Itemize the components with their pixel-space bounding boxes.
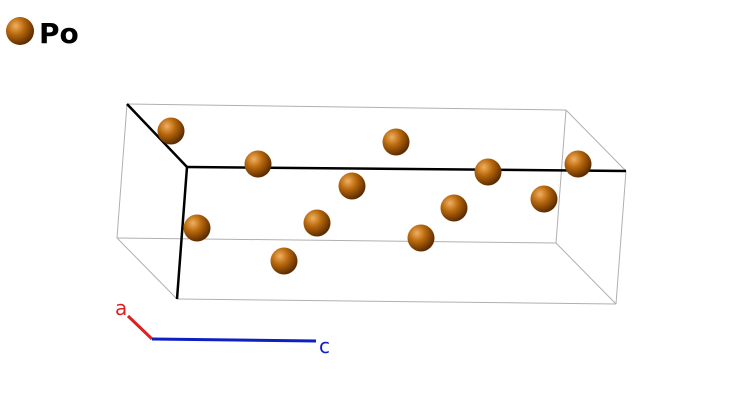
atom-po xyxy=(157,117,185,145)
atom-po xyxy=(440,194,468,222)
cell-edge xyxy=(116,103,128,239)
axis-a-label: a xyxy=(115,296,127,320)
atom-po xyxy=(407,224,435,252)
orientation-axes: a c xyxy=(115,296,330,358)
atom-po xyxy=(382,128,410,156)
atoms xyxy=(157,117,592,275)
cell-edge-bold xyxy=(175,166,189,300)
legend-atom-swatch xyxy=(6,17,34,45)
atom-po xyxy=(270,247,298,275)
cell-edge xyxy=(116,237,178,300)
cell-edge xyxy=(565,109,627,172)
cell-edge xyxy=(116,237,557,244)
cell-edge xyxy=(555,109,567,244)
cell-edge xyxy=(615,170,627,305)
atom-po xyxy=(338,172,366,200)
cell-edge xyxy=(176,298,617,305)
cell-edge xyxy=(126,103,567,111)
axis-c-line xyxy=(151,337,317,343)
cell-edge xyxy=(555,242,617,305)
legend-element-label: Po xyxy=(39,17,79,50)
cell-edge-bold xyxy=(126,103,188,168)
atom-po xyxy=(564,150,592,178)
atom-po xyxy=(183,214,211,242)
atom-po xyxy=(530,185,558,213)
legend: Po xyxy=(6,17,79,50)
atom-po xyxy=(303,209,331,237)
atom-po xyxy=(244,150,272,178)
axis-c-label: c xyxy=(319,334,330,358)
atom-po xyxy=(474,158,502,186)
axis-a-line xyxy=(126,314,154,341)
